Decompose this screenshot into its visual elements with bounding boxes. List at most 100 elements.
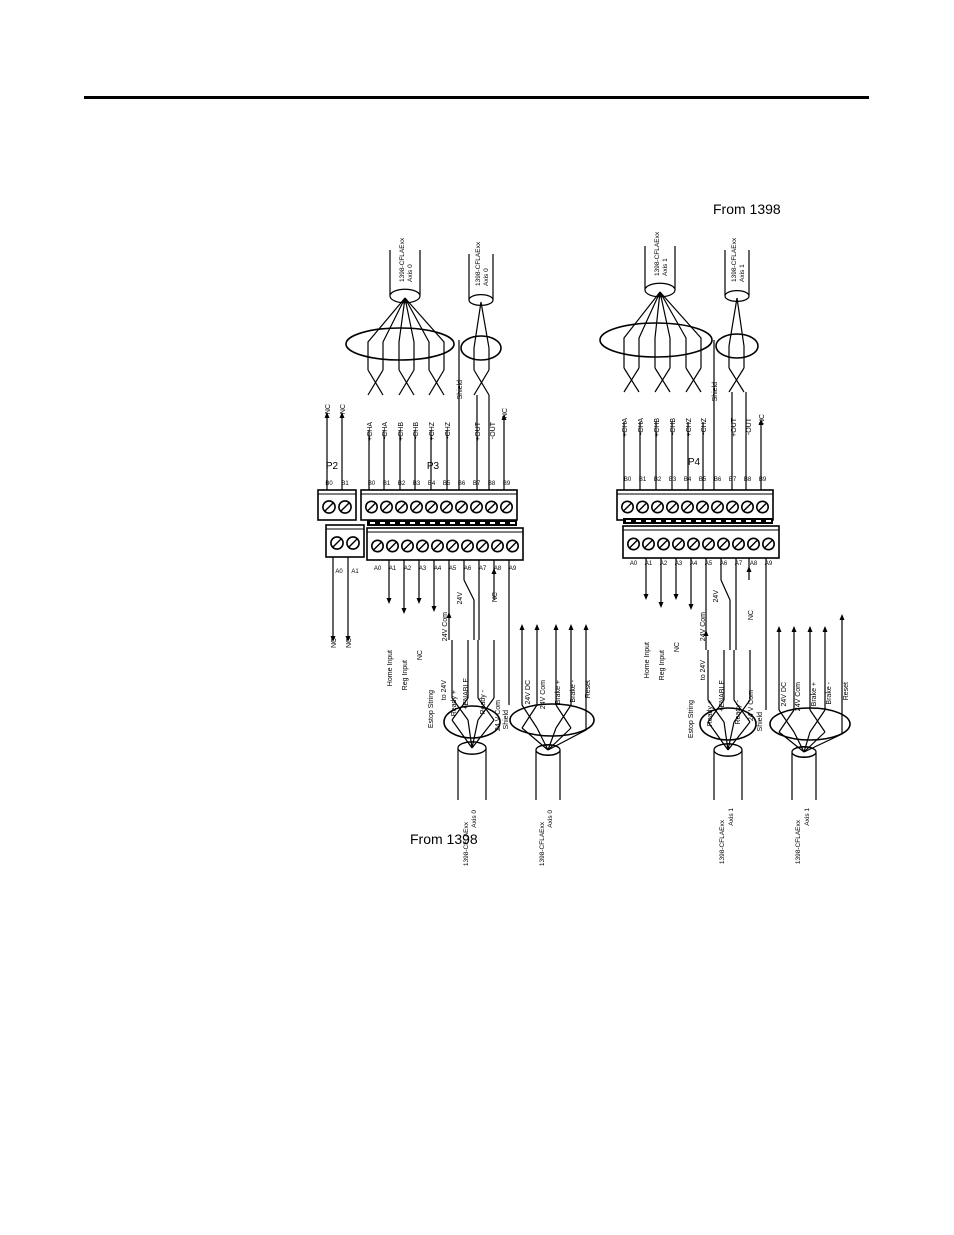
fan-wire: [404, 297, 445, 370]
p4-lower-signal: 24 V Com: [748, 690, 755, 721]
screw-slot: [340, 502, 350, 512]
p3-divider-bar-gap: [510, 522, 515, 524]
fan-wire: [398, 297, 406, 370]
p3-divider-bar-gap: [410, 522, 415, 524]
p3-lower-signal: Estop String: [428, 690, 435, 728]
p4-brake-minus-arrow: [822, 626, 828, 632]
p4-lower-signal: to 24V: [700, 660, 707, 681]
p4-divider-bar-gap: [666, 520, 671, 522]
screw-slot: [653, 502, 662, 512]
fan-wire: [404, 297, 415, 370]
connector-label-p2: P2: [326, 461, 339, 472]
p4-top-pin: B7: [729, 477, 737, 483]
twisted-pair: [685, 367, 702, 393]
p3-24vdc-arrow: [519, 624, 525, 630]
p3-bottom-arrow: [416, 598, 422, 604]
p3-bottom-signal: NC: [492, 592, 499, 602]
p3-divider-bar-gap: [400, 522, 405, 524]
cable-label-p3-top-big: 1398-CFLAExx: [399, 237, 406, 282]
screw-slot: [749, 539, 758, 549]
p3-top-pin: B9: [503, 481, 511, 487]
p3-divider-bar-gap: [470, 522, 475, 524]
p3-divider-bar-gap: [380, 522, 385, 524]
p3-divider-bar-gap: [430, 522, 435, 524]
twisted-pair: [733, 699, 751, 723]
p4-bottom-arrow: [658, 602, 664, 608]
p3-top-signal: +CHA: [367, 422, 374, 441]
p3-top-signal: +CHB: [398, 422, 405, 441]
p4-lower-signal: Ready +: [707, 700, 714, 726]
cable-end: [389, 288, 421, 304]
p2-top-pin: B1: [341, 481, 349, 487]
fan-wire: [654, 291, 661, 368]
caption-from-1398-top: From 1398: [713, 201, 781, 217]
fan-wire: [707, 721, 751, 751]
p4-lower-right-signal: 24V Com: [795, 682, 802, 711]
p4-lower-right-signal: Reset: [843, 682, 850, 700]
p3-bottom-signal: Reg Input: [402, 660, 409, 690]
screw-slot: [457, 502, 466, 512]
p4-lower-signal: Ready -: [735, 699, 742, 724]
screw-slot: [478, 541, 487, 551]
p4-top-pin: B0: [624, 477, 632, 483]
cable-label-p4-bot-left: 1398-CFLAExx: [719, 819, 726, 864]
p3-bottom-pin: A3: [419, 566, 427, 572]
p4-lower-signal: Shield: [757, 712, 764, 732]
cable-label-p4-top-big-axis: Axis 1: [662, 258, 669, 276]
p3-bottom-signal: 24V: [457, 592, 464, 605]
p3-bottom-arrow: [401, 608, 407, 614]
cable-label-p4-bot-right: 1398-CFLAExx: [795, 819, 802, 864]
p4-top-signal: -CHZ: [701, 417, 708, 434]
p3-top-signal: +OUT: [475, 421, 482, 441]
twisted-pair: [728, 367, 745, 393]
screw-slot: [728, 502, 737, 512]
p2-top-arrow: [324, 412, 330, 418]
p4-bottom-signal: Home Input: [644, 642, 651, 678]
p3-bottom-signal: 24V Com: [442, 612, 449, 641]
screw-slot: [373, 541, 382, 551]
p2-bottom-arrow: [345, 636, 351, 642]
cable-label-p3-top-big-axis: Axis 0: [407, 264, 414, 282]
screw-slot: [713, 502, 722, 512]
screw-slot: [418, 541, 427, 551]
p3-top-pin: B2: [398, 481, 406, 487]
p4-top-signal: +CHZ: [686, 417, 693, 436]
p4-bottom-pin: A1: [645, 561, 653, 567]
p3-lower-signal: Ready +: [451, 690, 458, 716]
cable-label-p3-bot-left-axis: Axis 0: [471, 810, 478, 828]
p4-nc-arrow: [758, 419, 764, 425]
caption-from-1398-bottom: From 1398: [410, 831, 478, 847]
screw-slot: [448, 541, 457, 551]
screw-slot: [623, 502, 632, 512]
p4-divider-bar-gap: [756, 520, 761, 522]
p4-top-pin: B4: [684, 477, 692, 483]
screw-slot: [704, 539, 713, 549]
cable-label-p4-top-small-axis: Axis 1: [739, 264, 746, 282]
p4-bottom-arrow: [643, 594, 649, 600]
shield-loop: [345, 327, 455, 361]
p4-bottom-signal: 24V: [713, 590, 720, 603]
p4-top-pin: B3: [669, 477, 677, 483]
p4-divider-bar-gap: [766, 520, 771, 522]
terminal-blocks: [317, 489, 780, 561]
screw-slot: [758, 502, 767, 512]
cable-label-p4-top-small: 1398-CFLAExx: [731, 237, 738, 282]
p4-divider-bar-gap: [706, 520, 711, 522]
p4-bottom-pin: A3: [675, 561, 683, 567]
p4-top-signal: +OUT: [731, 417, 738, 437]
p3-top-signal: +CHZ: [429, 421, 436, 440]
fan-wire: [623, 291, 661, 368]
p3-estop-arrow: [446, 612, 452, 618]
p4-divider-bar-gap: [736, 520, 741, 522]
p3-divider-bar-gap: [370, 522, 375, 524]
p2-top-arrow: [339, 412, 345, 418]
p3-top-pin: B0: [368, 481, 376, 487]
shield-loop: [599, 322, 713, 358]
screw-slot: [332, 538, 342, 548]
p3-bottom-pin: A6: [464, 566, 472, 572]
p3-bottom-arrow: [386, 598, 392, 604]
p4-lower-signal: +ENABLE: [719, 680, 726, 712]
p4-bottom-pin: A0: [630, 561, 638, 567]
p4-24vcom-arrow: [688, 604, 694, 610]
